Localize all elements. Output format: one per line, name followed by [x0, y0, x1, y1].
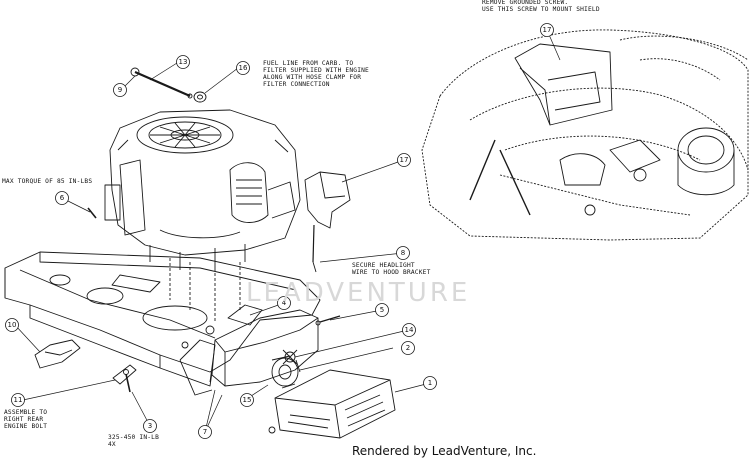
callout-5: 5 [375, 303, 389, 317]
callout-3: 3 [143, 419, 157, 433]
clamp-11 [112, 364, 137, 385]
svg-text:5: 5 [380, 306, 384, 314]
svg-text:11: 11 [14, 396, 23, 404]
note-torque-range: 325-450 IN-LB 4X [108, 434, 160, 448]
frame-chassis [4, 251, 321, 396]
callout-13: 13 [176, 55, 190, 69]
callout-15: 15 [240, 393, 254, 407]
callout-4: 4 [277, 296, 291, 310]
inset-shield [514, 43, 613, 126]
svg-text:8: 8 [401, 249, 405, 257]
note-max-torque: MAX TORQUE OF 85 IN-LBS [2, 178, 93, 185]
callout-11: 11 [11, 393, 25, 407]
heat-shield-bracket [304, 171, 351, 273]
svg-text:6: 6 [60, 194, 65, 202]
callout-14: 14 [402, 323, 416, 337]
note-assemble: ASSEMBLE TO RIGHT REAR ENGINE BOLT [4, 409, 48, 430]
note-headlight: SECURE HEADLIGHT WIRE TO HOOD BRACKET [352, 262, 431, 276]
callout-16: 16 [236, 61, 250, 75]
callout-8: 8 [396, 246, 410, 260]
svg-text:9: 9 [118, 86, 122, 94]
nut-16 [193, 91, 207, 103]
footer-credit: Rendered by LeadVenture, Inc. [352, 444, 537, 458]
screw-6 [87, 207, 97, 219]
callout-17: 17 [397, 153, 411, 167]
bracket-4 [227, 304, 263, 326]
watermark: LEADVENTURE [246, 278, 471, 308]
muffler [211, 309, 319, 389]
callout-6: 6 [55, 191, 69, 205]
svg-text:3: 3 [148, 422, 152, 430]
callout-9: 9 [113, 83, 127, 97]
svg-text:10: 10 [8, 321, 17, 329]
svg-text:4: 4 [282, 299, 287, 307]
inset-engine-parts [469, 127, 735, 216]
callout-10: 10 [5, 318, 19, 332]
callout-7: 7 [198, 425, 212, 439]
svg-text:2: 2 [406, 344, 410, 352]
bracket-10 [34, 339, 81, 369]
mounting-bolts [169, 258, 241, 322]
muffler-heat-shield [268, 369, 396, 439]
svg-text:13: 13 [179, 58, 188, 66]
inset-detail-view [421, 29, 749, 241]
svg-text:7: 7 [203, 428, 207, 436]
engine [104, 109, 301, 270]
screw-5 [315, 315, 341, 326]
gasket-14 [282, 349, 298, 365]
svg-text:17: 17 [543, 26, 552, 34]
svg-text:17: 17 [400, 156, 409, 164]
note-fuel-line: FUEL LINE FROM CARB. TO FILTER SUPPLIED … [263, 60, 369, 88]
svg-text:14: 14 [405, 326, 414, 334]
leader-lines [14, 29, 561, 433]
svg-text:16: 16 [239, 64, 248, 72]
bolt-3 [123, 369, 131, 393]
svg-text:1: 1 [428, 379, 432, 387]
callouts: 1 2 3 4 5 6 7 8 9 10 11 13 14 15 16 17 1… [5, 23, 554, 439]
note-remove-screw: REMOVE GROUNDED SCREW. USE THIS SCREW TO… [482, 0, 600, 13]
callout-17-inset: 17 [540, 23, 554, 37]
svg-text:15: 15 [243, 396, 252, 404]
callout-2: 2 [401, 341, 415, 355]
callout-1: 1 [423, 376, 437, 390]
